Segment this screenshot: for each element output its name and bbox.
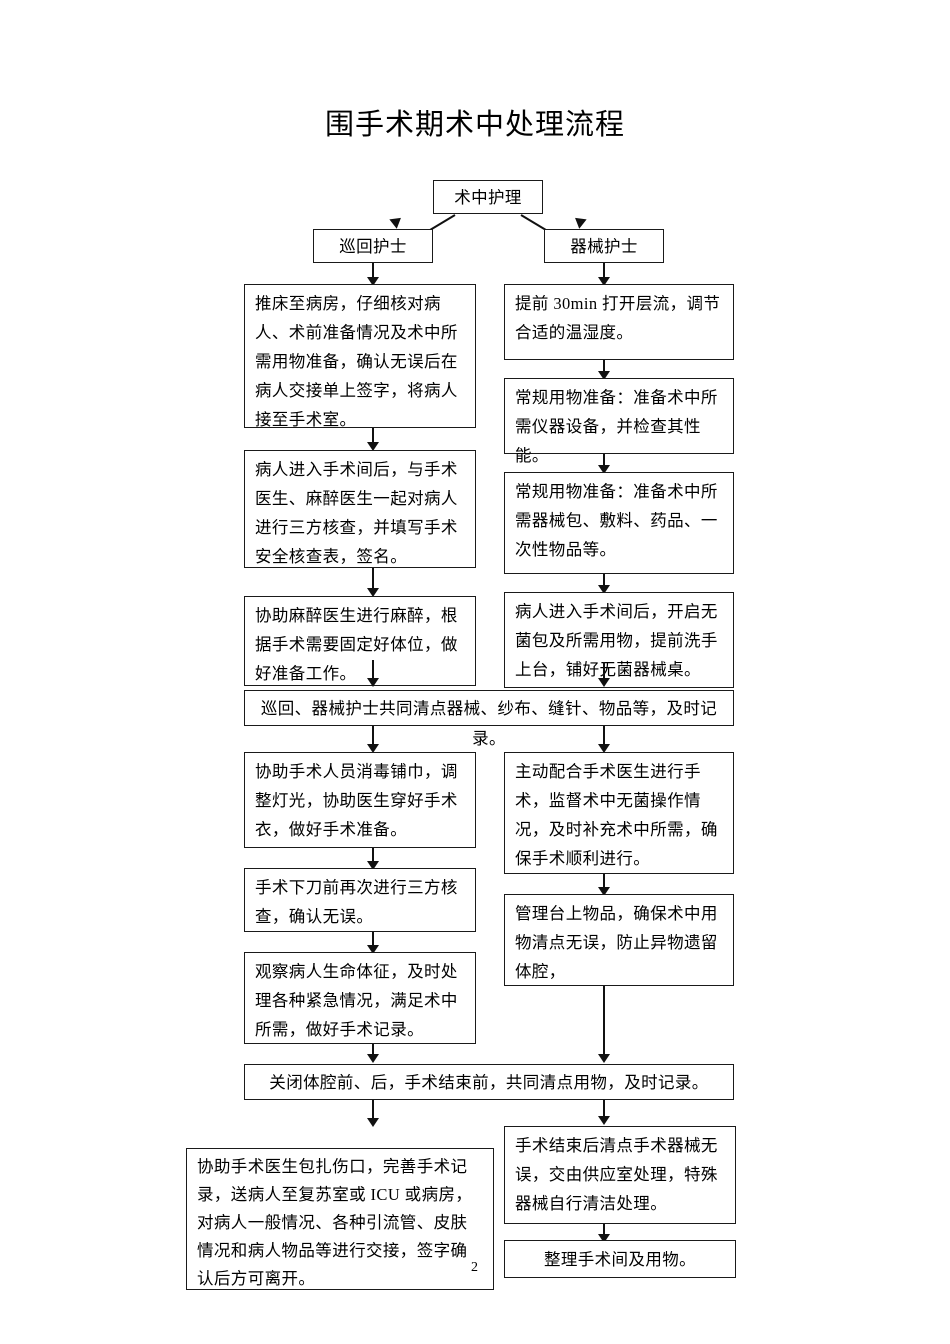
step-box-right-5[interactable]: 主动配合手术医生进行手术，监督术中无菌操作情况，及时补充术中所需，确保手术顺利进… xyxy=(504,752,734,874)
node-root-intraoperative-care[interactable]: 术中护理 xyxy=(433,180,543,214)
step-box-left-4[interactable]: 协助手术人员消毒铺巾，调整灯光，协助医生穿好手术衣，做好手术准备。 xyxy=(244,752,476,848)
step-box-left-2[interactable]: 病人进入手术间后，与手术医生、麻醉医生一起对病人进行三方核查，并填写手术安全核查… xyxy=(244,450,476,568)
connector-right-4-merge xyxy=(603,662,605,682)
merge-bar-instrument-count[interactable]: 巡回、器械护士共同清点器械、纱布、缝针、物品等，及时记录。 xyxy=(244,690,734,748)
page-number: 2 xyxy=(471,1260,478,1275)
connector-left-branch-down xyxy=(372,263,374,280)
connector-merge2-right-down xyxy=(603,1100,605,1120)
merge-bar-closure-count[interactable]: 关闭体腔前、后，手术结束前，共同清点用物，及时记录。 xyxy=(244,1064,734,1100)
step-box-left-6[interactable]: 观察病人生命体征，及时处理各种紧急情况，满足术中所需，做好手术记录。 xyxy=(244,952,476,1044)
arrowhead-right-6-merge2 xyxy=(598,1054,610,1063)
step-box-right-6[interactable]: 管理台上物品，确保术中用物清点无误，防止异物遗留体腔， xyxy=(504,894,734,986)
connector-merge1-left-down xyxy=(372,726,374,748)
arrowhead-left-2-3 xyxy=(367,588,379,597)
arrowhead-right-4-merge xyxy=(598,678,610,687)
connector-merge2-left-down xyxy=(372,1100,374,1122)
arrowhead-left-5-6 xyxy=(367,945,379,954)
step-box-right-2[interactable]: 常规用物准备：准备术中所需仪器设备，并检查其性能。 xyxy=(504,378,734,465)
connector-right-3-4 xyxy=(603,574,605,588)
arrowhead-merge2-right-down xyxy=(598,1116,610,1125)
arrowhead-left-branch-down xyxy=(367,277,379,286)
arrowhead-left-1-2 xyxy=(367,442,379,451)
step-box-right-4[interactable]: 病人进入手术间后，开启无菌包及所需用物，提前洗手上台，铺好无菌器械桌。 xyxy=(504,592,734,688)
node-circulating-nurse[interactable]: 巡回护士 xyxy=(313,229,433,263)
arrowhead-merge1-right-down xyxy=(598,744,610,753)
arrowhead-right-5-6 xyxy=(598,887,610,896)
page-title: 围手术期术中处理流程 xyxy=(324,109,625,141)
arrowhead-right-3-4 xyxy=(598,585,610,594)
connector-right-1-2 xyxy=(603,360,605,374)
step-box-right-1[interactable]: 提前 30min 打开层流，调节合适的温湿度。 xyxy=(504,284,734,360)
arrowhead-root-to-right xyxy=(571,213,587,229)
arrowhead-merge1-left-down xyxy=(367,744,379,753)
step-box-left-5[interactable]: 手术下刀前再次进行三方核查，确认无误。 xyxy=(244,868,476,932)
arrowhead-final-right-down xyxy=(598,1234,610,1243)
connector-right-5-6 xyxy=(603,874,605,890)
step-box-right-3[interactable]: 常规用物准备：准备术中所需器械包、敷料、药品、一次性物品等。 xyxy=(504,472,734,574)
arrowhead-right-1-2 xyxy=(598,371,610,380)
connector-final-right-down xyxy=(603,1224,605,1238)
arrowhead-left-3-merge xyxy=(367,678,379,687)
connector-left-6-merge2 xyxy=(372,1044,374,1058)
connector-left-3-merge xyxy=(372,660,374,682)
arrowhead-root-to-left xyxy=(389,213,405,229)
connector-merge1-right-down xyxy=(603,726,605,748)
arrowhead-merge2-left-down xyxy=(367,1118,379,1127)
final-box-left-handover[interactable]: 协助手术医生包扎伤口，完善手术记录，送病人至复苏室或 ICU 或病房，对病人一般… xyxy=(186,1148,494,1290)
node-scrub-nurse[interactable]: 器械护士 xyxy=(544,229,664,263)
final-box-right-tidy-room[interactable]: 整理手术间及用物。 xyxy=(504,1240,736,1278)
step-box-left-3[interactable]: 协助麻醉医生进行麻醉，根据手术需要固定好体位，做好准备工作。 xyxy=(244,596,476,686)
connector-right-6-merge2 xyxy=(603,986,605,1058)
arrowhead-left-6-merge2 xyxy=(367,1054,379,1063)
arrowhead-left-4-5 xyxy=(367,861,379,870)
arrowhead-right-branch-down xyxy=(598,277,610,286)
arrowhead-right-2-3 xyxy=(598,465,610,474)
connector-left-5-6 xyxy=(372,932,374,948)
connector-left-2-3 xyxy=(372,568,374,590)
connector-left-4-5 xyxy=(372,848,374,864)
final-box-right-instrument-return[interactable]: 手术结束后清点手术器械无误，交由供应室处理，特殊器械自行清洁处理。 xyxy=(504,1126,736,1224)
step-box-left-1[interactable]: 推床至病房，仔细核对病人、术前准备情况及术中所需用物准备，确认无误后在病人交接单… xyxy=(244,284,476,429)
connector-right-branch-down xyxy=(603,263,605,280)
connector-left-1-2 xyxy=(372,428,374,445)
connector-right-2-3 xyxy=(603,454,605,468)
